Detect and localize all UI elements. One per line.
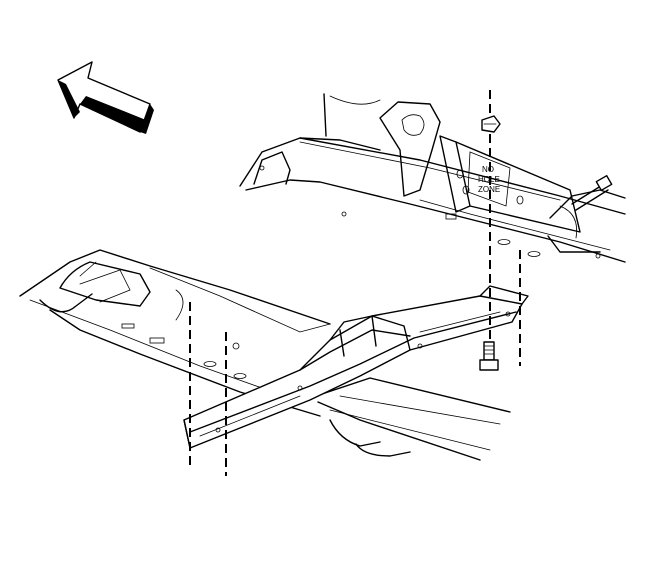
crossmember [183, 285, 529, 449]
svg-text:HOLE: HOLE [478, 175, 500, 184]
upper-bolt-icon [571, 174, 613, 211]
lower-right-rail [317, 377, 511, 461]
nut-icon [481, 115, 501, 133]
svg-text:ZONE: ZONE [478, 185, 500, 194]
svg-text:NO: NO [482, 165, 494, 174]
alignment-lines [189, 90, 521, 476]
lower-bolt-icon [479, 341, 499, 371]
upper-frame-rail [239, 93, 626, 263]
front-direction-arrow-icon [57, 61, 154, 134]
no-hole-zone-label: NO HOLE ZONE [467, 151, 511, 207]
